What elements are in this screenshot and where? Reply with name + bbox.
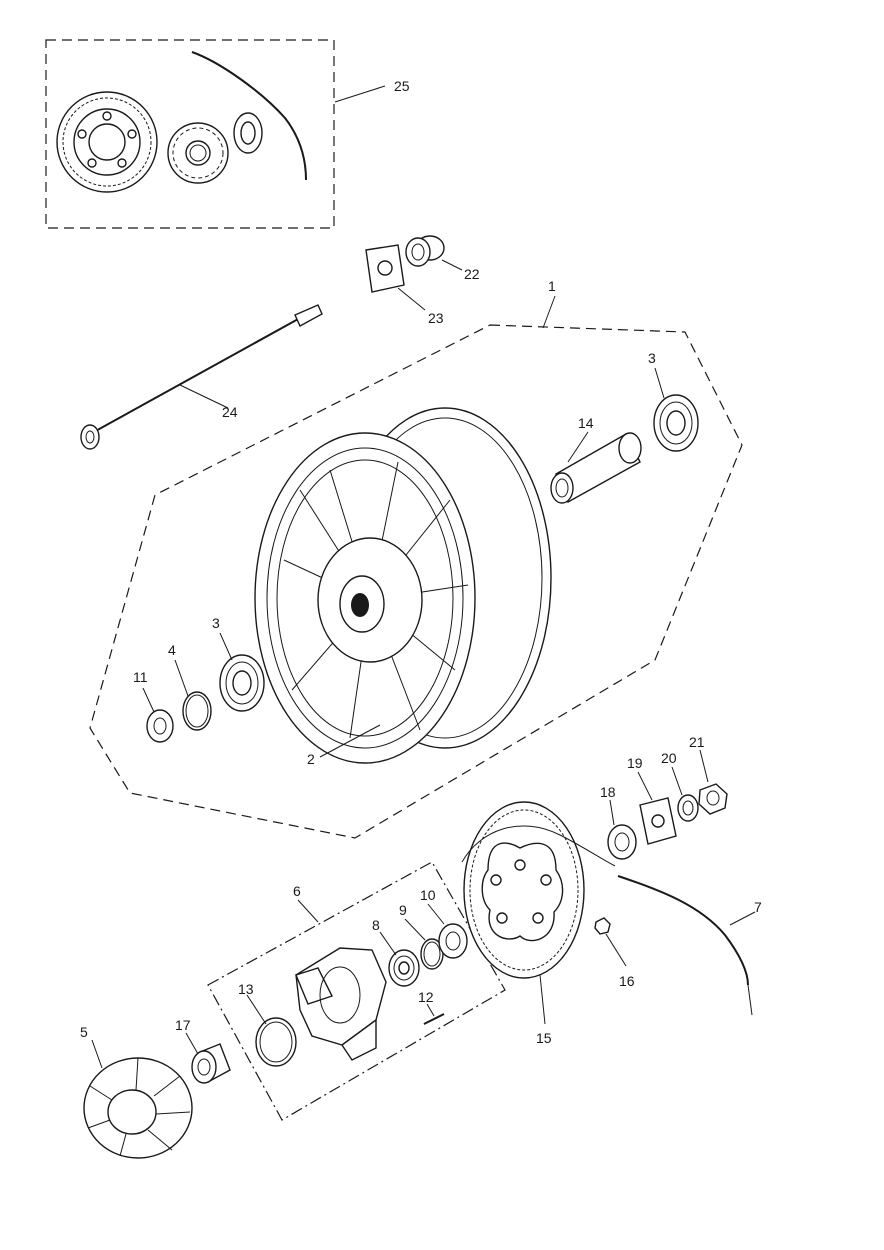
adjuster-plate-23 (365, 244, 405, 293)
wheel-assembly-group-boundary (89, 324, 743, 839)
spacer-10 (438, 923, 468, 959)
callout-18: 18 (600, 784, 616, 800)
circlip-4 (182, 691, 212, 731)
callout-22: 22 (464, 266, 480, 282)
callout-20: 20 (661, 750, 677, 766)
callout-4: 4 (168, 642, 176, 658)
callout-25: 25 (394, 78, 410, 94)
callout-14: 14 (578, 415, 594, 431)
callout-1: 1 (548, 278, 556, 294)
spacer-18 (607, 824, 637, 860)
wheel-2 (254, 407, 552, 764)
bearing-3-left (219, 654, 265, 712)
callout-10: 10 (420, 887, 436, 903)
callout-3-right: 3 (648, 350, 656, 366)
o-ring-13 (255, 1017, 297, 1067)
chain-kit-drive-chain (191, 51, 307, 181)
spacer-22 (405, 235, 445, 267)
callout-24: 24 (222, 404, 238, 420)
callout-23: 23 (428, 310, 444, 326)
callout-8: 8 (372, 917, 380, 933)
chain-kit-rear-sprocket (56, 91, 158, 193)
callout-6: 6 (293, 883, 301, 899)
cush-drive-group-boundary (207, 861, 506, 1121)
callout-15: 15 (536, 1030, 552, 1046)
callout-21: 21 (689, 734, 705, 750)
washer-20 (677, 794, 699, 822)
spacer-17 (191, 1043, 231, 1084)
wheel-spindle-24 (80, 304, 323, 450)
drive-chain-7 (461, 825, 749, 986)
chain-kit-front-sprocket (167, 122, 229, 184)
callout-5: 5 (80, 1024, 88, 1040)
callout-19: 19 (627, 755, 643, 771)
callout-7: 7 (754, 899, 762, 915)
bearing-3-right (653, 394, 699, 452)
callout-12: 12 (418, 989, 434, 1005)
nut-21 (698, 783, 728, 815)
spacer-11 (146, 709, 174, 743)
chain-kit-group-boundary (45, 39, 335, 229)
stud-12 (423, 1013, 445, 1025)
callout-labels: 1 2 3 3 4 5 6 7 8 9 10 11 12 13 14 15 16… (80, 78, 762, 1046)
rear-sprocket-15 (463, 801, 585, 979)
bearing-8 (388, 949, 420, 987)
callout-13: 13 (238, 981, 254, 997)
callout-17: 17 (175, 1017, 191, 1033)
chain-kit-lock-washer (233, 112, 263, 154)
callout-2: 2 (307, 751, 315, 767)
cush-drive-rubbers-5 (83, 1057, 193, 1159)
adjuster-plate-19 (639, 797, 677, 845)
sprocket-carrier (295, 947, 387, 1061)
leader-lines (91, 85, 756, 1069)
callout-3-left: 3 (212, 615, 220, 631)
nut-16 (594, 917, 611, 935)
wheel-spacer-14 (550, 432, 642, 504)
circlip-9 (420, 938, 444, 970)
callout-11: 11 (133, 669, 148, 685)
callout-9: 9 (399, 902, 407, 918)
callout-16: 16 (619, 973, 635, 989)
